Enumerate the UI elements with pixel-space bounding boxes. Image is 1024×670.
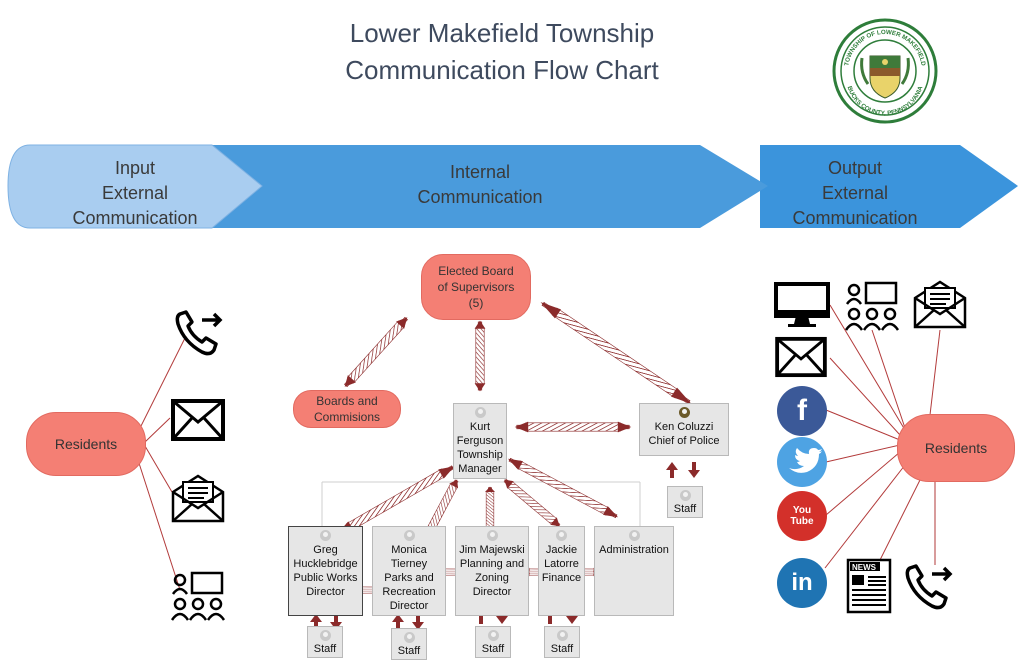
township-seal-icon: TOWNSHIP OF LOWER MAKEFIELD BUCKS COUNTY… [832, 18, 938, 124]
arrow-board-police [536, 296, 696, 410]
police-badge-icon [678, 407, 690, 418]
arrow-manager-finance [500, 475, 564, 531]
staff-box-finance: Staff [544, 626, 580, 658]
arrow-manager-police [514, 421, 632, 433]
staff-box-parks: Staff [391, 628, 427, 660]
residents-right: Residents [897, 414, 1015, 482]
avatar [556, 630, 568, 641]
avatar [319, 630, 331, 641]
linkedin-icon: in [777, 558, 827, 608]
monitor-icon [774, 282, 830, 327]
avatar [474, 407, 486, 418]
meeting-icon [170, 571, 226, 621]
envelope-icon [171, 399, 225, 441]
staff-box-police: Staff [667, 486, 703, 518]
envelope-icon [775, 336, 827, 378]
youtube-icon: You Tube [777, 491, 827, 541]
avatar [403, 530, 415, 541]
twitter-icon [777, 437, 827, 487]
avatar [403, 632, 415, 643]
newsletter-envelope-icon [171, 474, 225, 523]
arrow-board-commissions [340, 313, 412, 391]
avatar [679, 490, 691, 501]
staff-box-planning: Staff [475, 626, 511, 658]
administration-box: Administration [594, 526, 674, 616]
avatar [487, 630, 499, 641]
staff-arrows-police [666, 462, 700, 478]
avatar [486, 530, 498, 541]
phone-forward-icon [905, 564, 953, 610]
arrow-board-manager [474, 320, 486, 392]
title-line-2: Communication Flow Chart [345, 55, 659, 85]
news-label: NEWS [852, 563, 877, 572]
residents-left: Residents [26, 412, 146, 476]
phone-forward-icon [175, 310, 223, 356]
meeting-icon [844, 281, 900, 331]
newsletter-envelope-icon [913, 280, 967, 329]
arrow-manager-admin [505, 453, 621, 523]
staff-box-public-works: Staff [307, 626, 343, 658]
avatar [628, 530, 640, 541]
newspaper-icon: NEWS [846, 558, 892, 614]
avatar [320, 530, 331, 541]
title-line-1: Lower Makefield Township [349, 18, 655, 48]
avatar [556, 530, 567, 541]
facebook-icon: f [777, 386, 827, 436]
